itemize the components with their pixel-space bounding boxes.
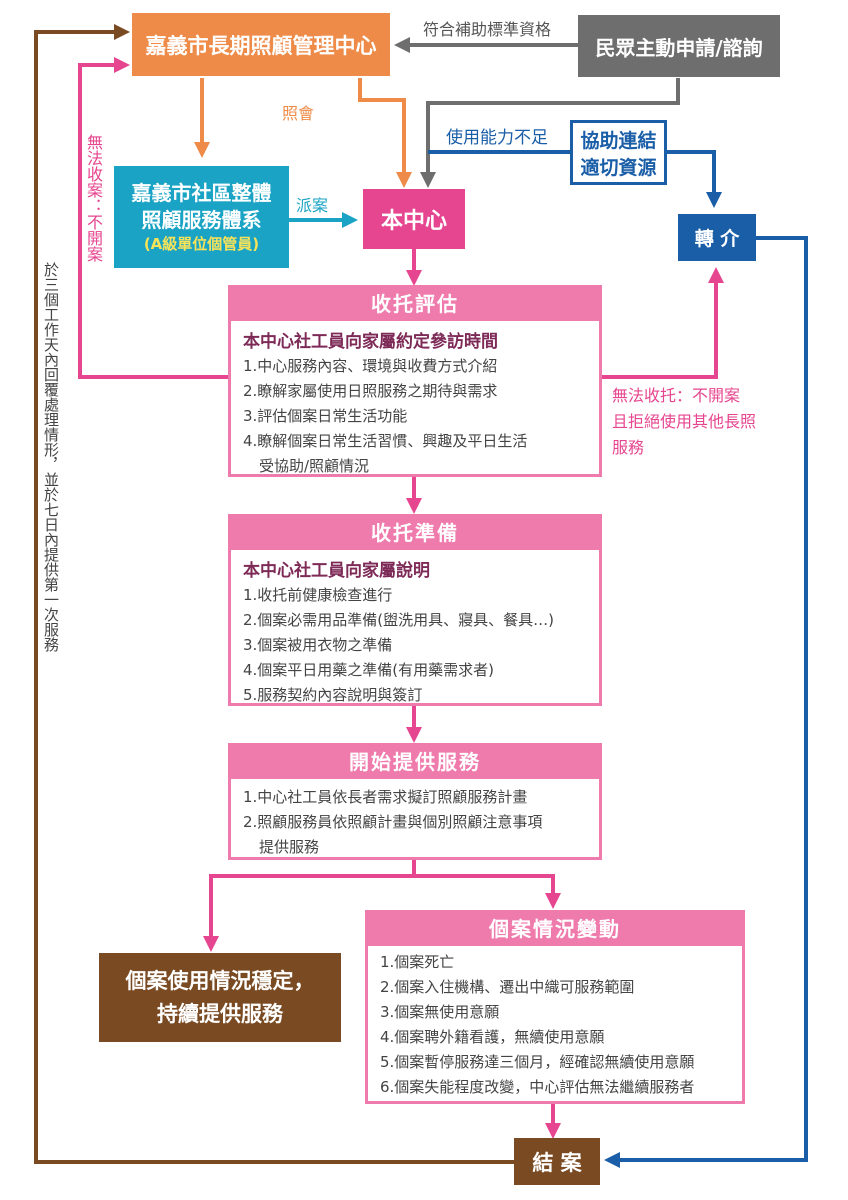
service-start-title: 開始提供服務 bbox=[231, 746, 599, 779]
list-item: 3.個案被用衣物之準備 bbox=[243, 636, 393, 654]
stable-line1: 個案使用情況穩定， bbox=[125, 968, 315, 993]
case-change-title: 個案情況變動 bbox=[368, 913, 742, 946]
assessment-subtitle: 本中心社工員向家屬約定參訪時間 bbox=[243, 332, 498, 352]
cannot-accept-left-label: 無法收案：不開案 bbox=[84, 134, 103, 262]
list-item-continuation: 提供服務 bbox=[259, 838, 320, 856]
preparation-list: 1.收托前健康檢查進行 2.個案必需用品準備(盥洗用具、寢具、餐具…) 3.個案… bbox=[231, 581, 599, 708]
cannot-accept-right-line2: 且拒絕使用其他長照 bbox=[612, 412, 757, 431]
qualify-label: 符合補助標準資格 bbox=[423, 20, 552, 39]
notify-label: 照會 bbox=[282, 104, 315, 123]
list-item: 5.服務契約內容說明與簽訂 bbox=[243, 686, 423, 704]
cannot-accept-right-line3: 服務 bbox=[612, 438, 645, 457]
list-item: 3.評估個案日常生活功能 bbox=[243, 407, 408, 425]
case-change-panel: 個案情況變動 1.個案死亡 2.個案入住機構、遷出中織可服務範圍 3.個案無使用… bbox=[365, 910, 745, 1104]
cannot-accept-right-line1: 無法收托：不開案 bbox=[612, 386, 741, 405]
close-case-box: 結 案 bbox=[514, 1138, 600, 1185]
preparation-title: 收托準備 bbox=[231, 517, 599, 550]
service-start-panel: 開始提供服務 1.中心社工員依長者需求擬訂照顧服務計畫 2.照顧服務員依照顧計畫… bbox=[228, 743, 602, 860]
list-item: 1.中心服務內容、環境與收費方式介紹 bbox=[243, 357, 498, 375]
list-item: 3.個案無使用意願 bbox=[380, 1003, 500, 1021]
list-item: 1.個案死亡 bbox=[380, 953, 455, 971]
insufficient-label: 使用能力不足 bbox=[446, 128, 548, 148]
assessment-panel: 收托評估 本中心社工員向家屬約定參訪時間 1.中心服務內容、環境與收費方式介紹 … bbox=[228, 285, 602, 477]
list-item: 4.個案平日用藥之準備(有用藥需求者) bbox=[243, 661, 495, 679]
list-item: 4.個案聘外籍看護，無續使用意願 bbox=[380, 1028, 605, 1046]
referral-box: 轉 介 bbox=[678, 214, 756, 261]
list-item-continuation: 受協助/照顧情況 bbox=[259, 457, 370, 475]
connect-resources-box: 協助連結 適切資源 bbox=[570, 120, 667, 185]
community-system-line2: 照顧服務體系 bbox=[141, 207, 262, 232]
stable-line2: 持續提供服務 bbox=[157, 1001, 283, 1026]
assessment-title: 收托評估 bbox=[231, 288, 599, 321]
connect-resources-line2: 適切資源 bbox=[580, 156, 657, 179]
list-item: 1.收托前健康檢查進行 bbox=[243, 586, 393, 604]
service-start-list: 1.中心社工員依長者需求擬訂照顧服務計畫 2.照顧服務員依照顧計畫與個別照顧注意… bbox=[231, 779, 599, 860]
list-item: 2.個案入住機構、遷出中織可服務範圍 bbox=[380, 978, 635, 996]
community-system-sub: (A級單位個管員) bbox=[143, 234, 260, 253]
connect-resources-line1: 協助連結 bbox=[580, 129, 657, 152]
public-request-box: 民眾主動申請/諮詢 bbox=[578, 15, 780, 77]
cannot-accept-right-label: 無法收托：不開案 且拒絕使用其他長照 服務 bbox=[612, 383, 756, 461]
list-item: 受協助/照顧情況 bbox=[243, 454, 589, 479]
preparation-subtitle: 本中心社工員向家屬說明 bbox=[243, 561, 430, 581]
assessment-list: 1.中心服務內容、環境與收費方式介紹 2.瞭解家屬使用日照服務之期待與需求 3.… bbox=[231, 352, 599, 479]
dispatch-label: 派案 bbox=[296, 196, 329, 215]
list-item: 2.個案必需用品準備(盥洗用具、寢具、餐具…) bbox=[243, 611, 555, 629]
community-system-line1: 嘉義市社區整體 bbox=[131, 180, 272, 205]
this-center-box: 本中心 bbox=[363, 189, 465, 249]
case-change-list: 1.個案死亡 2.個案入住機構、遷出中織可服務範圍 3.個案無使用意願 4.個案… bbox=[368, 946, 742, 1100]
list-item: 1.中心社工員依長者需求擬訂照顧服務計畫 bbox=[243, 788, 528, 806]
list-item: 2.照顧服務員依照顧計畫與個別照顧注意事項 bbox=[243, 813, 543, 831]
stable-service-box: 個案使用情況穩定， 持續提供服務 bbox=[99, 953, 341, 1042]
list-item: 6.個案失能程度改變，中心評估無法繼續服務者 bbox=[380, 1078, 695, 1096]
reply-note-label: 於三個工作天內回覆處理情形，並於七日內提供第一次服務 bbox=[42, 262, 60, 652]
preparation-panel: 收托準備 本中心社工員向家屬說明 1.收托前健康檢查進行 2.個案必需用品準備(… bbox=[228, 514, 602, 706]
list-item: 提供服務 bbox=[243, 835, 589, 860]
list-item: 5.個案暫停服務達三個月，經確認無續使用意願 bbox=[380, 1053, 695, 1071]
list-item: 2.瞭解家屬使用日照服務之期待與需求 bbox=[243, 382, 498, 400]
community-system-box: 嘉義市社區整體 照顧服務體系 (A級單位個管員) bbox=[114, 166, 289, 268]
list-item: 4.瞭解個案日常生活習慣、興趣及平日生活 bbox=[243, 432, 528, 450]
management-center-box: 嘉義市長期照顧管理中心 bbox=[132, 13, 390, 76]
